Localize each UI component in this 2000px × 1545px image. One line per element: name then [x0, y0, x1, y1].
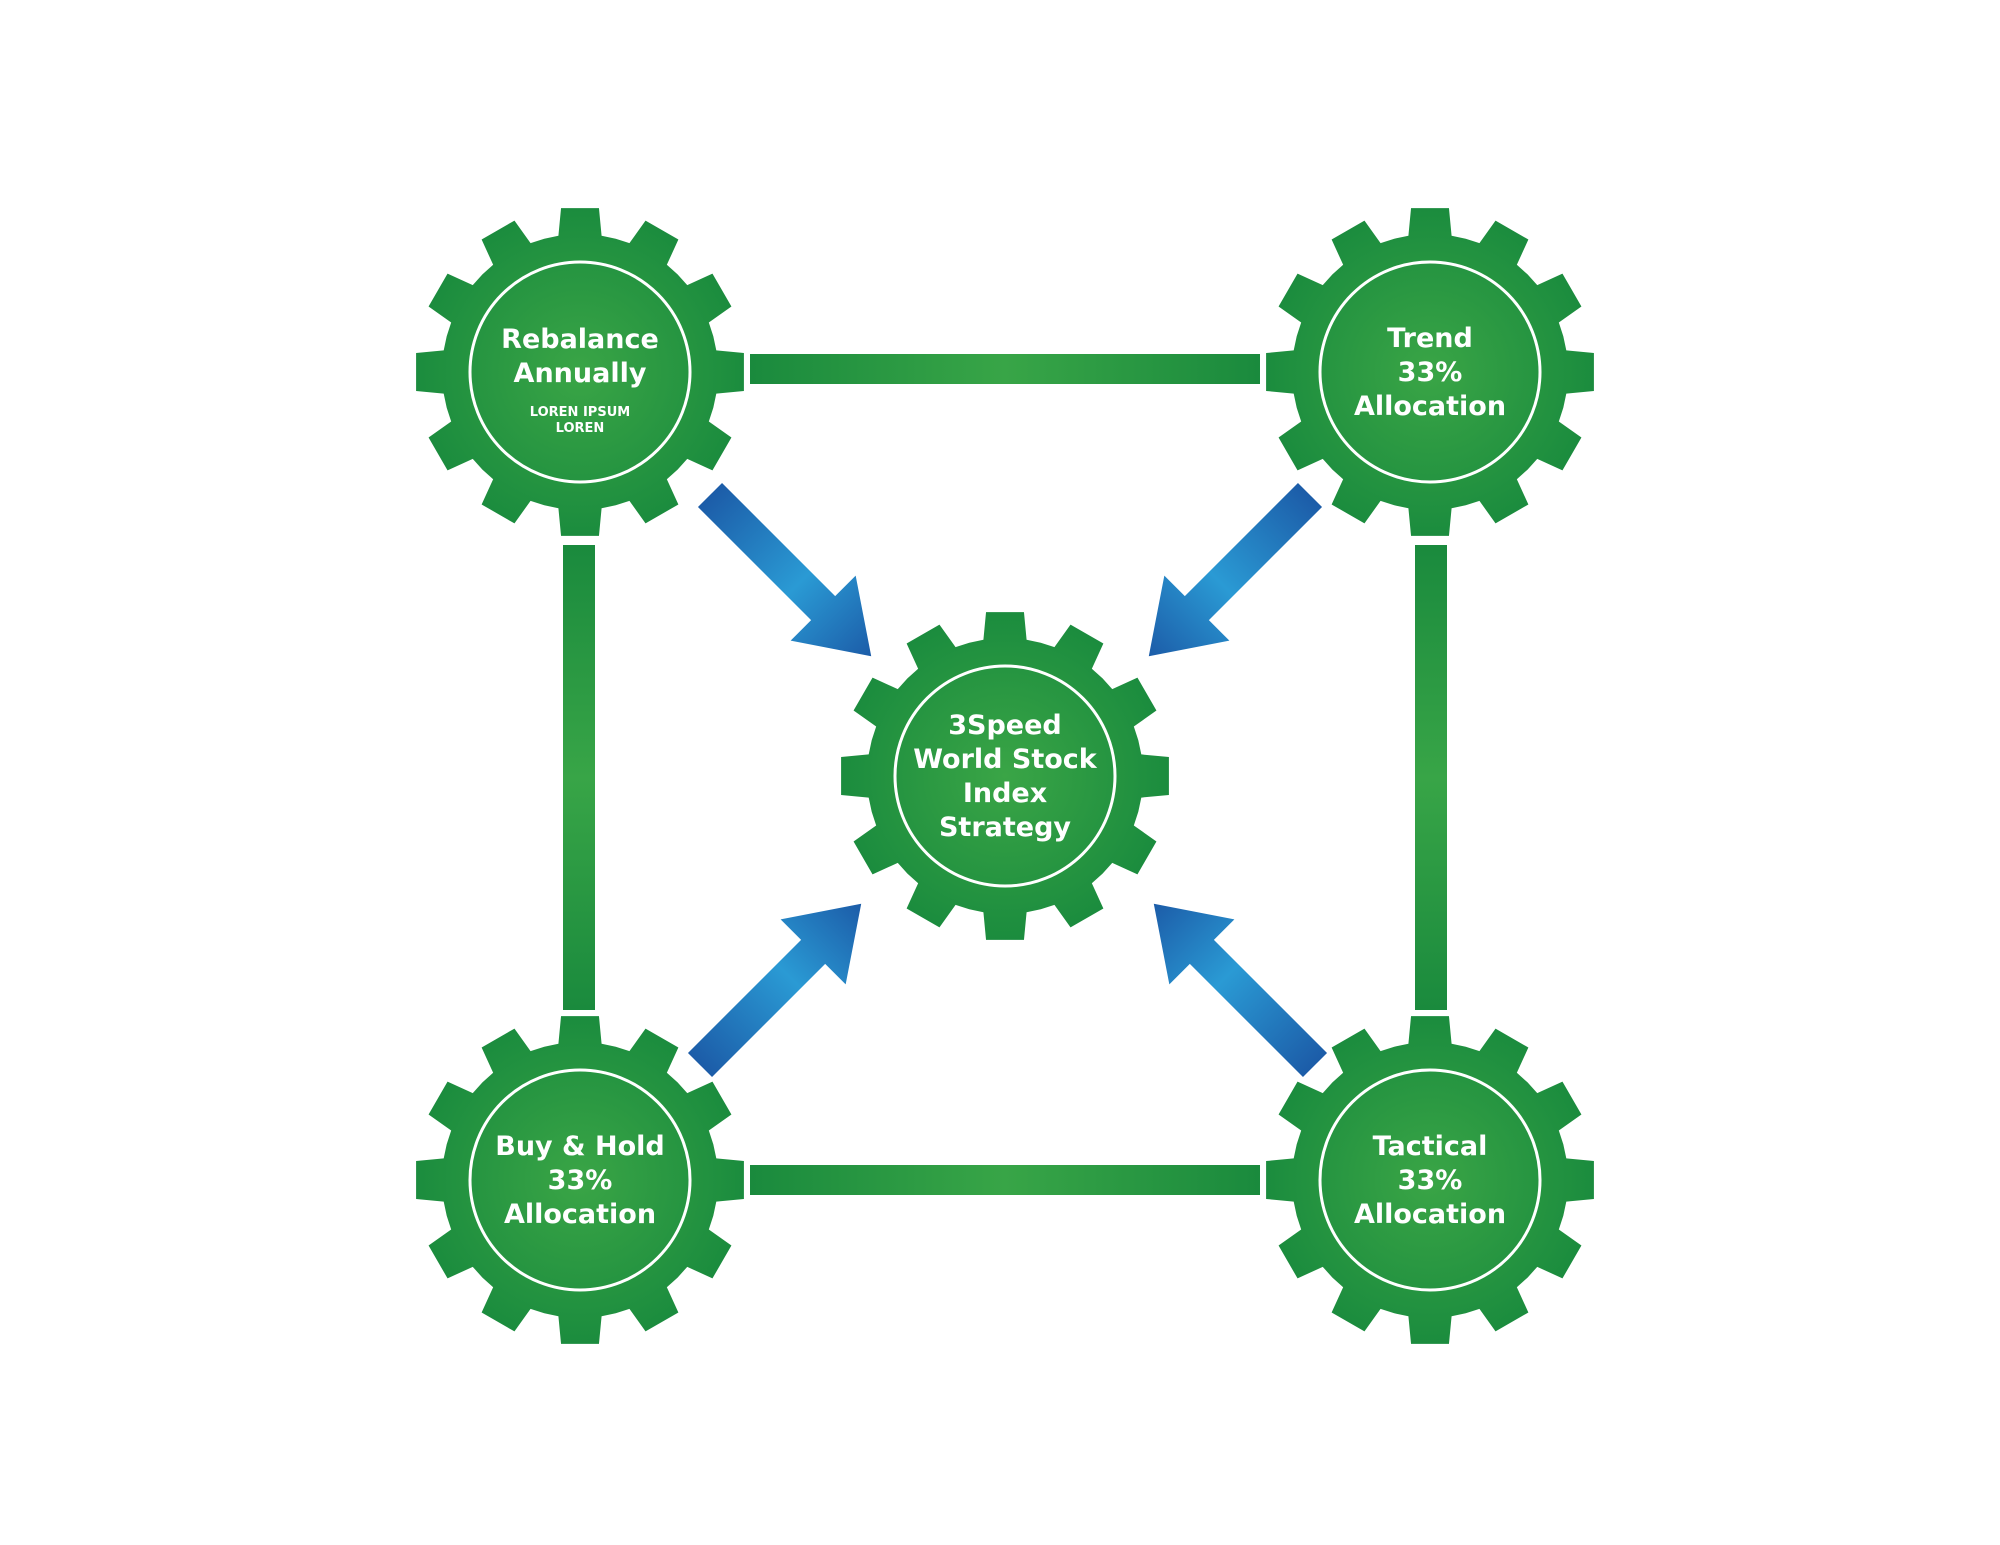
connectors: [563, 354, 1447, 1195]
gear-tactical-line-2: 33%: [1398, 1165, 1463, 1196]
gear-trend-ring: [1318, 260, 1542, 484]
gear-buy-hold-body: [416, 1016, 744, 1344]
arrow-bottom-right: [1153, 903, 1328, 1078]
gear-buy-hold: Buy & Hold 33% Allocation: [416, 1016, 744, 1344]
gear-center-ring: [893, 664, 1117, 888]
gear-tactical-line-1: Tactical: [1373, 1131, 1488, 1162]
gear-buy-hold-line-2: 33%: [548, 1165, 613, 1196]
arrows: [687, 482, 1328, 1078]
arrow-top-left: [697, 482, 872, 657]
gear-tactical-line-3: Allocation: [1354, 1199, 1506, 1230]
gear-center-line-2: World Stock: [913, 744, 1098, 775]
gear-rebalance-line-1: Rebalance: [501, 324, 659, 355]
gear-center-body: [841, 612, 1169, 940]
gear-center: 3Speed World Stock Index Strategy: [841, 612, 1169, 940]
gear-trend-line-1: Trend: [1387, 323, 1473, 354]
gear-center-line-4: Strategy: [939, 812, 1071, 843]
gear-buy-hold-line-1: Buy & Hold: [495, 1131, 664, 1162]
connector-left: [563, 545, 595, 1010]
gear-buy-hold-ring: [468, 1068, 692, 1292]
gear-rebalance-ring: [468, 260, 692, 484]
gear-center-line-3: Index: [963, 778, 1047, 809]
gear-tactical: Tactical 33% Allocation: [1266, 1016, 1594, 1344]
gear-trend-line-3: Allocation: [1354, 391, 1506, 422]
gear-center-line-1: 3Speed: [948, 710, 1062, 741]
gear-buy-hold-line-3: Allocation: [504, 1199, 656, 1230]
gear-tactical-ring: [1318, 1068, 1542, 1292]
connector-top: [750, 354, 1260, 384]
gear-rebalance-sub-2: LOREN: [556, 421, 605, 436]
gear-rebalance-sub-1: LOREN IPSUM: [530, 405, 630, 420]
gear-rebalance-body: [416, 208, 744, 536]
connector-right: [1415, 545, 1447, 1010]
gear-trend-line-2: 33%: [1398, 357, 1463, 388]
gear-tactical-body: [1266, 1016, 1594, 1344]
arrow-bottom-left: [687, 903, 862, 1078]
arrow-top-right: [1148, 482, 1323, 657]
gear-rebalance: Rebalance Annually LOREN IPSUM LOREN: [416, 208, 744, 536]
gear-rebalance-line-2: Annually: [514, 358, 647, 389]
gear-trend: Trend 33% Allocation: [1266, 208, 1594, 536]
gear-trend-body: [1266, 208, 1594, 536]
connector-bottom: [750, 1165, 1260, 1195]
